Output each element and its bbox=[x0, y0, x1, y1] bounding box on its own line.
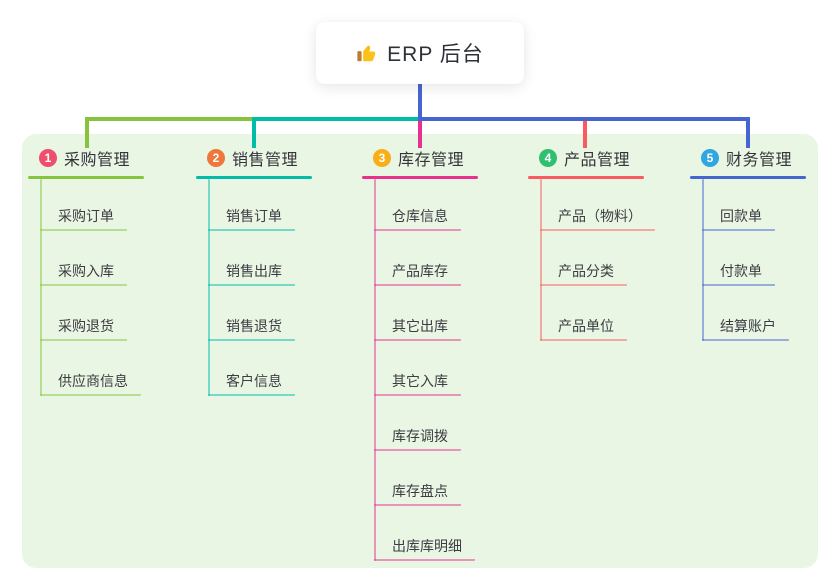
root-connector-line bbox=[418, 84, 422, 121]
child-node[interactable]: 出库库明细 bbox=[374, 534, 475, 561]
branch-node-5[interactable]: 5 财务管理 bbox=[701, 146, 792, 170]
branch-badge: 4 bbox=[539, 149, 557, 167]
child-label: 库存调拨 bbox=[392, 428, 448, 444]
child-node[interactable]: 采购入库 bbox=[40, 259, 127, 286]
child-label: 仓库信息 bbox=[392, 208, 448, 224]
branch-underline bbox=[196, 176, 312, 179]
child-node[interactable]: 采购订单 bbox=[40, 204, 127, 231]
branch-node-3[interactable]: 3 库存管理 bbox=[373, 146, 464, 170]
child-label: 采购退货 bbox=[58, 318, 114, 334]
child-label: 产品库存 bbox=[392, 263, 448, 279]
child-node[interactable]: 供应商信息 bbox=[40, 369, 141, 396]
child-label: 回款单 bbox=[720, 208, 762, 224]
branch-connector-stub bbox=[252, 117, 256, 148]
branch-node-2[interactable]: 2 销售管理 bbox=[207, 146, 298, 170]
branch-connector-stub bbox=[746, 117, 750, 148]
child-node[interactable]: 产品分类 bbox=[540, 259, 627, 286]
child-node[interactable]: 销售退货 bbox=[208, 314, 295, 341]
child-node[interactable]: 销售出库 bbox=[208, 259, 295, 286]
branch-children-line bbox=[40, 179, 42, 396]
child-node[interactable]: 付款单 bbox=[702, 259, 775, 286]
child-node[interactable]: 产品库存 bbox=[374, 259, 461, 286]
branch-title: 采购管理 bbox=[64, 152, 131, 169]
child-label: 采购入库 bbox=[58, 263, 114, 279]
branch-title: 库存管理 bbox=[398, 152, 465, 169]
branch-children-line bbox=[208, 179, 210, 396]
connector-rail-segment bbox=[252, 117, 421, 121]
child-node[interactable]: 销售订单 bbox=[208, 204, 295, 231]
root-label: ERP 后台 bbox=[387, 43, 484, 66]
branches-panel bbox=[22, 134, 818, 568]
child-label: 销售退货 bbox=[226, 318, 282, 334]
child-label: 其它出库 bbox=[392, 318, 448, 334]
branch-underline bbox=[362, 176, 478, 179]
branch-node-1[interactable]: 1 采购管理 bbox=[39, 146, 130, 170]
child-node[interactable]: 其它出库 bbox=[374, 314, 461, 341]
child-label: 销售订单 bbox=[226, 208, 282, 224]
branch-badge: 5 bbox=[701, 149, 719, 167]
branch-title: 财务管理 bbox=[726, 152, 793, 169]
child-label: 销售出库 bbox=[226, 263, 282, 279]
child-label: 产品（物料） bbox=[558, 208, 642, 224]
child-label: 供应商信息 bbox=[58, 373, 128, 389]
child-label: 产品单位 bbox=[558, 318, 614, 334]
root-node[interactable]: ERP 后台 bbox=[316, 22, 524, 84]
thumbs-up-icon bbox=[356, 42, 378, 64]
branch-connector-stub bbox=[583, 117, 587, 148]
branch-children-line bbox=[702, 179, 704, 341]
branch-underline bbox=[528, 176, 644, 179]
child-label: 采购订单 bbox=[58, 208, 114, 224]
child-label: 付款单 bbox=[720, 263, 762, 279]
child-label: 出库库明细 bbox=[392, 538, 462, 554]
child-node[interactable]: 回款单 bbox=[702, 204, 775, 231]
branch-badge: 3 bbox=[373, 149, 391, 167]
child-node[interactable]: 客户信息 bbox=[208, 369, 295, 396]
child-label: 产品分类 bbox=[558, 263, 614, 279]
connector-rail-segment bbox=[85, 117, 256, 121]
child-node[interactable]: 仓库信息 bbox=[374, 204, 461, 231]
branch-node-4[interactable]: 4 产品管理 bbox=[539, 146, 630, 170]
branch-underline bbox=[690, 176, 806, 179]
branch-connector-stub bbox=[418, 117, 422, 148]
child-label: 其它入库 bbox=[392, 373, 448, 389]
branch-title: 产品管理 bbox=[564, 152, 631, 169]
child-node[interactable]: 其它入库 bbox=[374, 369, 461, 396]
child-node[interactable]: 库存调拨 bbox=[374, 424, 461, 451]
child-node[interactable]: 库存盘点 bbox=[374, 479, 461, 506]
branch-title: 销售管理 bbox=[232, 152, 299, 169]
child-node[interactable]: 采购退货 bbox=[40, 314, 127, 341]
branch-badge: 1 bbox=[39, 149, 57, 167]
branch-connector-stub bbox=[85, 117, 89, 148]
branch-badge: 2 bbox=[207, 149, 225, 167]
child-label: 库存盘点 bbox=[392, 483, 448, 499]
branch-children-line bbox=[374, 179, 376, 561]
child-node[interactable]: 结算账户 bbox=[702, 314, 789, 341]
branch-underline bbox=[28, 176, 144, 179]
child-node[interactable]: 产品（物料） bbox=[540, 204, 655, 231]
connector-rail-segment bbox=[418, 117, 750, 121]
branch-children-line bbox=[540, 179, 542, 341]
child-node[interactable]: 产品单位 bbox=[540, 314, 627, 341]
child-label: 客户信息 bbox=[226, 373, 282, 389]
child-label: 结算账户 bbox=[720, 318, 776, 334]
